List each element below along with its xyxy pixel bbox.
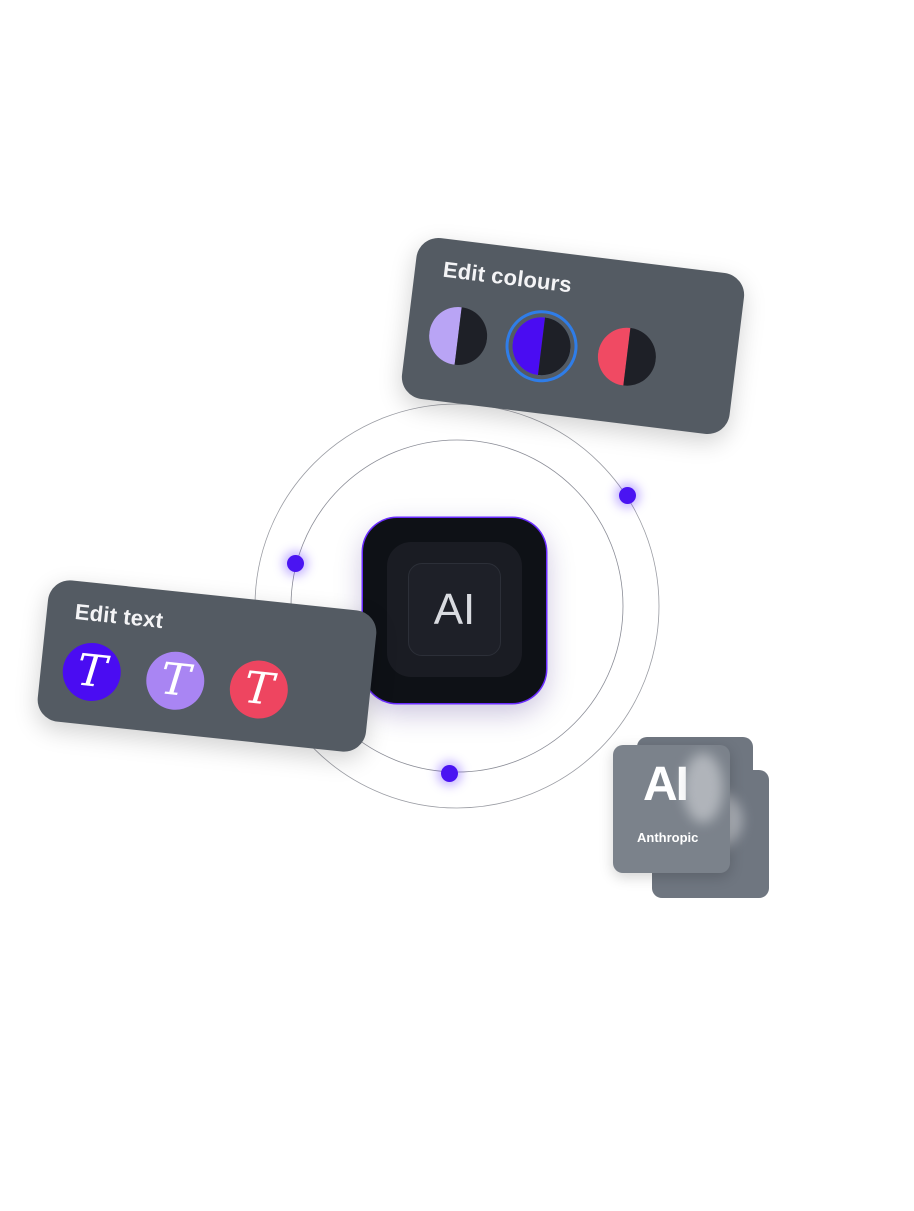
ai-badge-inner-frame: AI bbox=[387, 542, 522, 677]
edit-colours-title: Edit colours bbox=[441, 256, 574, 298]
swatch-violet[interactable] bbox=[509, 313, 574, 379]
text-style-option-lavender[interactable]: T bbox=[143, 648, 208, 713]
orbit-dot bbox=[287, 555, 304, 572]
text-glyph-icon: T bbox=[158, 653, 193, 708]
edit-text-title: Edit text bbox=[73, 598, 165, 634]
swatch-dark-half bbox=[623, 327, 660, 390]
text-style-option-violet[interactable]: T bbox=[59, 640, 124, 704]
ai-badge-core: AI bbox=[408, 563, 501, 656]
swatch-coral[interactable] bbox=[594, 324, 660, 390]
text-glyph-icon: T bbox=[241, 662, 277, 716]
swatch-lavender[interactable] bbox=[425, 303, 491, 369]
ai-badge-label: AI bbox=[433, 584, 476, 634]
anthropic-logo-mark: AI bbox=[643, 758, 689, 811]
text-glyph-icon: T bbox=[74, 644, 110, 699]
orbit-dot bbox=[619, 487, 636, 504]
ai-badge[interactable]: AI bbox=[363, 518, 546, 703]
swatch-dark-half bbox=[454, 307, 491, 369]
logo-tile-front[interactable]: AI Anthropic bbox=[613, 745, 730, 873]
orbit-dot bbox=[441, 765, 458, 782]
swatch-dark-half bbox=[537, 317, 574, 379]
text-style-option-coral[interactable]: T bbox=[226, 657, 291, 722]
logo-tile-blur bbox=[683, 753, 723, 823]
anthropic-brand-label: Anthropic bbox=[637, 830, 699, 845]
